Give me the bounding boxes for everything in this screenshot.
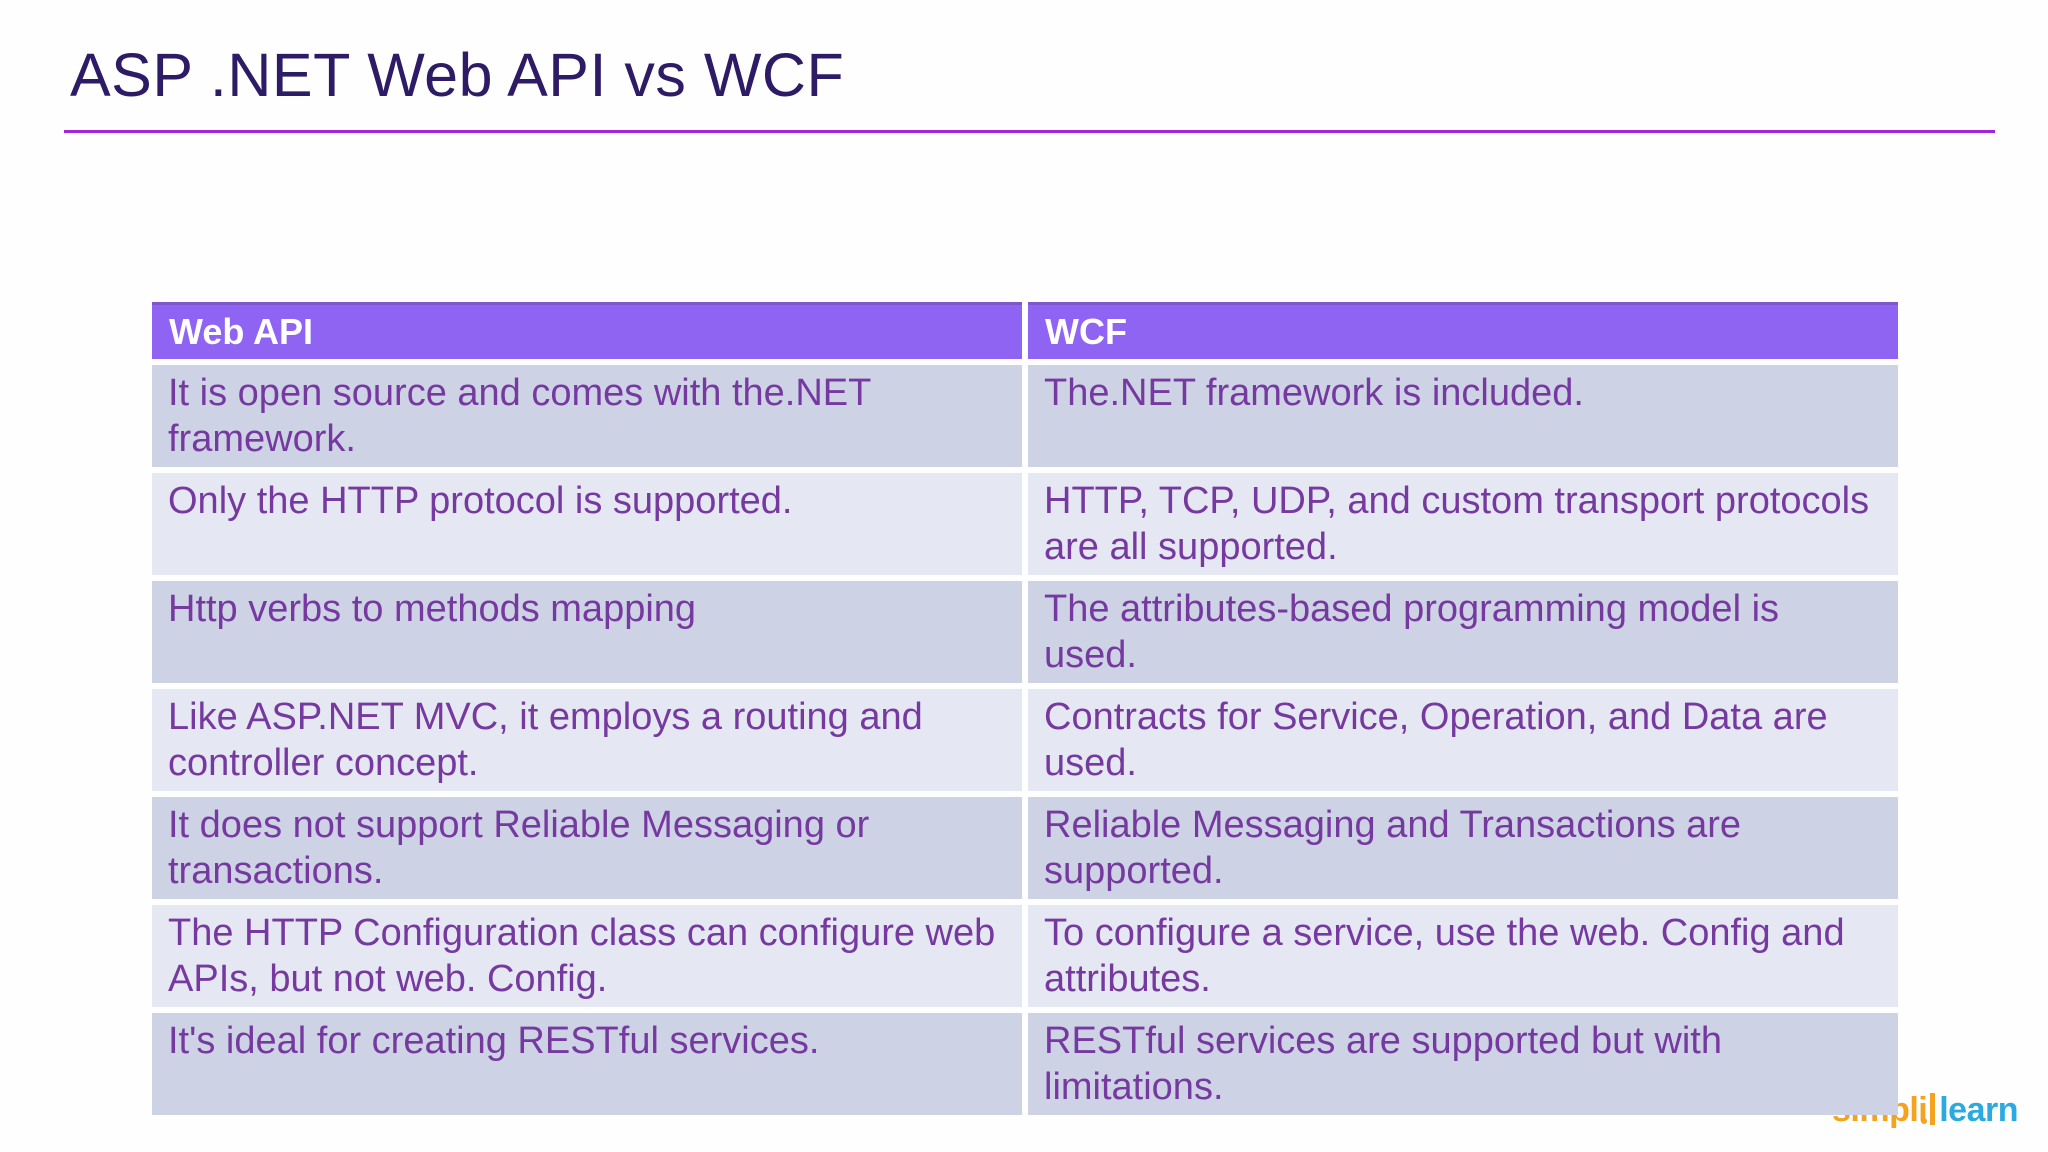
table-cell-webapi-row7: It's ideal for creating RESTful services… — [152, 1013, 1022, 1115]
column-header-wcf: WCF — [1028, 302, 1898, 359]
logo-text-learn: learn — [1939, 1091, 2018, 1129]
table-cell-wcf-row6: To configure a service, use the web. Con… — [1028, 905, 1898, 1007]
table-cell-webapi-row6: The HTTP Configuration class can configu… — [152, 905, 1022, 1007]
table-cell-wcf-row1: The.NET framework is included. — [1028, 365, 1898, 467]
logo-bar-icon — [1921, 1093, 1936, 1125]
table-cell-wcf-row2: HTTP, TCP, UDP, and custom transport pro… — [1028, 473, 1898, 575]
table-cell-wcf-row4: Contracts for Service, Operation, and Da… — [1028, 689, 1898, 791]
table-cell-webapi-row2: Only the HTTP protocol is supported. — [152, 473, 1022, 575]
title-underline — [64, 130, 1995, 133]
table-cell-wcf-row5: Reliable Messaging and Transactions are … — [1028, 797, 1898, 899]
table-cell-webapi-row4: Like ASP.NET MVC, it employs a routing a… — [152, 689, 1022, 791]
table-cell-webapi-row5: It does not support Reliable Messaging o… — [152, 797, 1022, 899]
comparison-table: Web API WCF It is open source and comes … — [152, 302, 1898, 1115]
table-cell-webapi-row3: Http verbs to methods mapping — [152, 581, 1022, 683]
table-cell-webapi-row1: It is open source and comes with the.NET… — [152, 365, 1022, 467]
table-cell-wcf-row3: The attributes-based programming model i… — [1028, 581, 1898, 683]
column-header-web-api: Web API — [152, 302, 1022, 359]
table-cell-wcf-row7: RESTful services are supported but with … — [1028, 1013, 1898, 1115]
page-title: ASP .NET Web API vs WCF — [70, 41, 845, 109]
